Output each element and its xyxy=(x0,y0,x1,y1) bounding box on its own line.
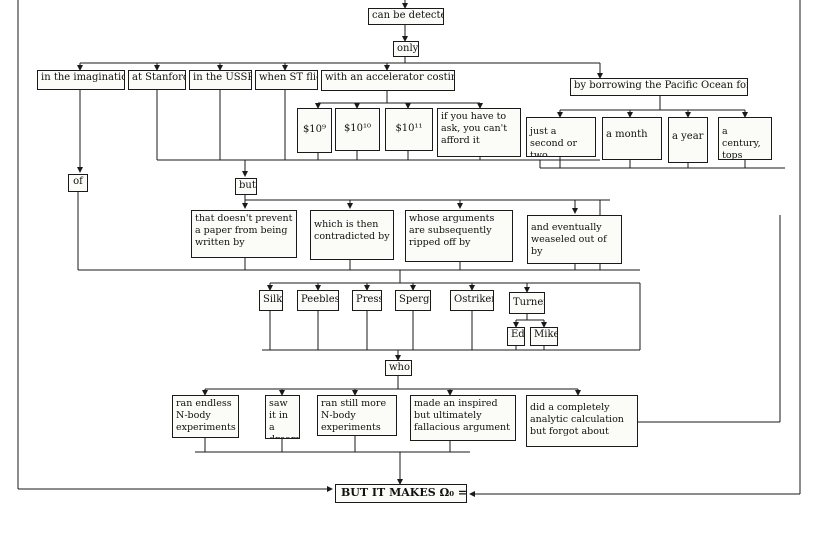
node-in-the-ussr: in the USSR xyxy=(189,70,252,90)
node-silk: Silk xyxy=(259,290,283,311)
node-analytic-calculation: did a completely analytic calculation bu… xyxy=(526,395,638,447)
node-at-stanford: at Stanford xyxy=(128,70,186,90)
node-who: who xyxy=(385,360,412,376)
node-ripped-off: whose arguments are subsequently ripped … xyxy=(405,210,513,262)
node-spergel: Spergel xyxy=(395,290,431,311)
node-weaseled: and eventually weaseled out of by xyxy=(527,215,622,264)
node-peebles: Peebles xyxy=(297,290,339,311)
node-a-century: a century, tops xyxy=(718,117,772,160)
node-but: but xyxy=(235,178,257,195)
node-when-st-flies: when ST flies xyxy=(255,70,318,90)
node-cost-2: $10¹⁰ xyxy=(335,108,380,151)
node-nbody-experiments: ran endless N-body experiments xyxy=(172,395,239,438)
node-more-nbody: ran still more N-body experiments xyxy=(317,395,397,436)
node-only: only xyxy=(393,41,419,57)
node-can-be-detected: can be detected xyxy=(368,8,444,25)
node-doesnt-prevent: that doesn't prevent a paper from being … xyxy=(191,210,297,258)
node-cost-4: if you have to ask, you can't afford it xyxy=(437,108,521,157)
node-of: of xyxy=(68,174,88,192)
node-saw-in-dream: saw it in a dream xyxy=(265,395,300,439)
node-a-month: a month xyxy=(602,117,662,160)
node-pacific: by borrowing the Pacific Ocean for xyxy=(570,78,748,96)
node-cost-3: $10¹¹ xyxy=(385,108,433,151)
node-just-a-second: just a second or two xyxy=(526,117,596,157)
node-final-omega: BUT IT MAKES Ω₀ = 1 xyxy=(335,484,467,503)
node-turner: Turner xyxy=(509,292,545,314)
node-press: Press xyxy=(352,290,382,311)
node-mike: Mike xyxy=(530,327,558,346)
node-in-the-imagination: in the imagination xyxy=(37,70,125,90)
node-a-year: a year xyxy=(668,117,708,163)
node-inspired-argument: made an inspired but ultimately fallacio… xyxy=(410,395,516,441)
node-cost-1: $10⁹ xyxy=(297,108,332,153)
node-ostriker: Ostriker xyxy=(450,290,494,311)
node-accelerator: with an accelerator costing xyxy=(321,70,455,91)
node-ed: Ed xyxy=(507,327,525,346)
node-contradicted: which is then contradicted by xyxy=(310,210,394,260)
